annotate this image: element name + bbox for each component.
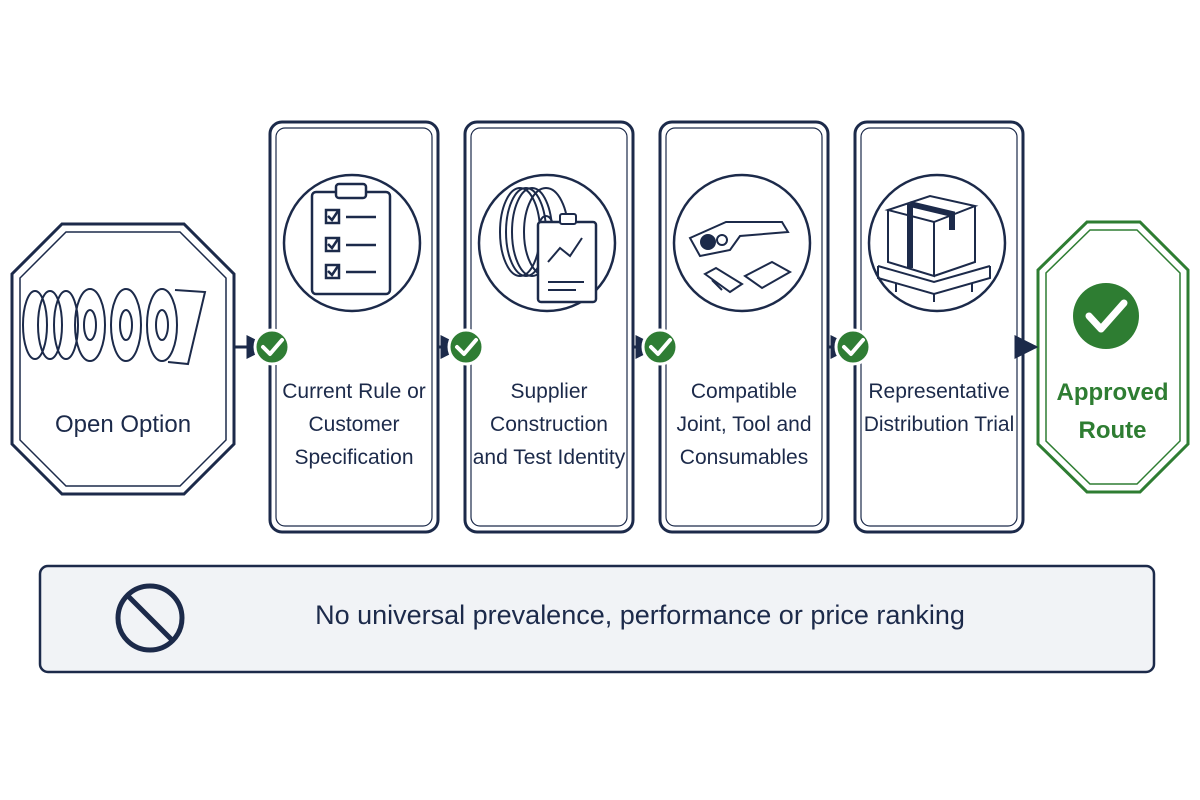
pallet-box-icon [877,194,991,302]
strapping-tool-icon [688,221,793,294]
step-2-label: Supplier Construction and Test Identity [472,380,626,469]
note-bar [38,564,1156,674]
strap-coil-datasheet-icon [499,187,598,304]
step-card-3 [658,120,830,534]
step-4-label: Representative Distribution Trial [863,380,1015,436]
start-label: Open Option [54,411,192,438]
tape-rolls-icon [22,288,207,366]
step-1-label: Current Rule or Customer Specification [282,380,426,469]
check-circle-icon [1073,283,1139,349]
end-label: Approved Route [1056,379,1169,444]
clipboard-checklist-icon [310,182,392,296]
note-text: No universal prevalence, performance or … [315,600,965,630]
check-badge-4 [834,328,872,366]
check-badge-3 [641,328,679,366]
step-3-label: Compatible Joint, Tool and Consumables [676,380,812,469]
end-node [1036,220,1190,494]
check-badge-2 [447,328,485,366]
start-node [10,222,236,496]
check-badge-1 [253,328,291,366]
step-card-4 [853,120,1025,534]
prohibited-icon [115,583,185,653]
